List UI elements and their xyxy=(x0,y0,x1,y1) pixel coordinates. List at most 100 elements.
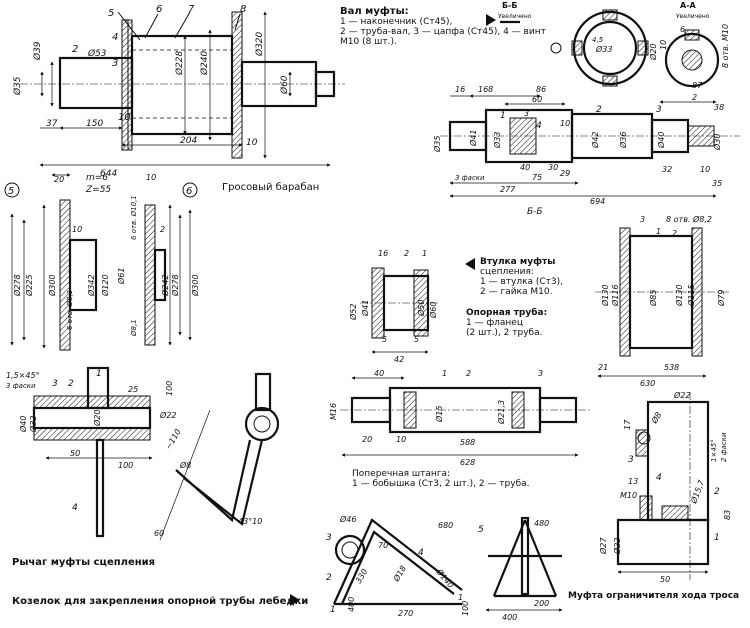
shaft-dim-32: 32 xyxy=(662,165,672,174)
lever-dim-angle: 43°10 xyxy=(238,517,262,526)
limiter-title: Муфта ограничителя хода троса xyxy=(568,591,739,601)
crossbar-desc-1: Поперечная штанга: xyxy=(352,469,450,479)
support-tube-holes: 8 отв. Ø8,2 xyxy=(666,214,712,224)
sleeve-dim-5b: 5 xyxy=(414,335,419,344)
shaft-dim-10a: 6 xyxy=(680,25,685,34)
lever-chamfers: 3 фаски xyxy=(6,382,36,390)
drum-callout-6: 6 xyxy=(156,4,162,15)
gear-right-dim-d81: Ø8,1 xyxy=(130,319,138,337)
gear-right-dim-10: 10 xyxy=(146,173,156,182)
shaft-dim-87: 87 xyxy=(692,81,703,90)
lever-drawing: 1,5×45° 3 фаски 3 2 1 4 Ø40 Ø32 25 100 Ø… xyxy=(6,366,280,568)
crossbar-dim-10: 10 xyxy=(396,435,406,444)
shaft-callout-1: 1 xyxy=(500,111,506,121)
drum-title: Гросовый барабан xyxy=(222,182,319,193)
drum-dim-37: 37 xyxy=(46,119,58,129)
sleeve-dim-16: 16 xyxy=(378,249,388,258)
shaft-dim-60: 60 xyxy=(532,95,542,104)
drum-dim-d35: Ø35 xyxy=(12,76,23,96)
trestle-drawing: Козелок для закрепления опорной трубы ле… xyxy=(12,514,563,622)
support-tube-desc-1: Опорная труба: xyxy=(466,307,547,318)
shaft-dim-d33: Ø33 xyxy=(492,132,502,149)
shaft-dim-10b: 10 xyxy=(700,165,710,174)
lever-dim-d40: Ø40 xyxy=(18,416,28,433)
gear-right-dim-d61: Ø61 xyxy=(116,268,126,285)
crossbar-dim-628: 628 xyxy=(460,458,475,467)
shaft-dim-29: 29 xyxy=(560,169,570,178)
lever-dim-110: ~110 xyxy=(164,427,183,451)
sleeve-dim-5a: 5 xyxy=(382,335,387,344)
trestle-dim-200: 200 xyxy=(534,599,549,608)
limiter-dim-d22b: Ø22 xyxy=(612,538,622,555)
lever-callout-1: 1 xyxy=(96,369,102,379)
drum-dim-d320: Ø320 xyxy=(254,31,265,57)
shaft-desc-2: 2 — труба-вал, 3 — цапфа (Ст45), 4 — вин… xyxy=(340,27,546,37)
trestle-dim-680: 680 xyxy=(438,521,453,530)
drum-drawing: 5 6 7 8 2 3 4 10 Ø39 Ø53 Ø35 Ø228 Ø240 Ø… xyxy=(12,4,345,193)
crossbar-dim-40: 40 xyxy=(374,369,384,378)
drum-dim-204: 204 xyxy=(180,136,197,146)
support-tube-drawing: Опорная труба: 1 — фланец (2 шт.), 2 тру… xyxy=(466,214,730,388)
drum-callout-4: 4 xyxy=(112,32,118,43)
trestle-callout-1: 1 xyxy=(330,605,336,615)
gears-drawing: 5 m=6 Z=55 20 10 Ø278 Ø225 Ø300 Ø342 Ø12… xyxy=(4,173,200,351)
gear-right-dim-d300: Ø300 xyxy=(190,274,200,297)
limiter-dim-d157: Ø15,7 xyxy=(688,478,706,506)
crossbar-dim-m16: М16 xyxy=(329,403,338,420)
drum-dim-d228: Ø228 xyxy=(174,50,185,76)
support-tube-callout-2: 2 xyxy=(672,229,677,238)
shaft-rotated-label-2: Увеличено xyxy=(676,13,710,20)
drum-dim-644: 644 xyxy=(100,169,117,179)
drum-callout-10: 10 xyxy=(118,112,131,123)
gear-left-dim-10: 10 xyxy=(72,225,82,234)
limiter-dim-83: 83 xyxy=(723,510,732,520)
shaft-section-b-label: Б-Б xyxy=(502,1,518,10)
trestle-dim-d46: Ø46 xyxy=(339,514,356,524)
limiter-callout-2: 2 xyxy=(714,487,720,497)
trestle-dim-d18: Ø18 xyxy=(391,564,408,584)
sleeve-desc-4: 2 — гайка М10. xyxy=(480,287,552,297)
gear-left-dim-20: 20 xyxy=(54,175,64,184)
lever-dim-60: 60 xyxy=(154,529,164,538)
shaft-dim-16: 16 xyxy=(455,85,465,94)
crossbar-callout-1: 1 xyxy=(442,369,447,378)
lever-callout-4: 4 xyxy=(72,503,78,513)
support-tube-dim-d130b: Ø130 xyxy=(674,284,684,307)
lever-dim-d8: Ø8 xyxy=(179,460,191,470)
trestle-callout-2: 2 xyxy=(326,573,332,583)
gear-left-dim-holes: 6 отв. Ø8,1 xyxy=(66,290,74,330)
shaft-section-a-label: А-А xyxy=(680,1,697,10)
sleeve-dim-d50: Ø50 xyxy=(416,300,426,317)
drum-dim-d240: Ø240 xyxy=(199,50,210,76)
gear-left-dim-d300: Ø300 xyxy=(47,274,57,297)
lever-dim-100a: 100 xyxy=(165,381,174,396)
trestle-dim-400a: 400 xyxy=(347,597,356,612)
support-tube-dim-d130a: Ø130 xyxy=(600,284,610,307)
limiter-dim-chamfers: 2 фаски xyxy=(720,432,728,462)
shaft-dim-277: 277 xyxy=(500,185,516,194)
crossbar-dim-588: 588 xyxy=(460,438,475,447)
shaft-dim-75: 75 xyxy=(532,173,542,182)
lever-dim-100b: 100 xyxy=(118,461,133,470)
shaft-rotated-label-1: Увеличено xyxy=(498,13,532,20)
lever-title: Рычаг муфты сцепления xyxy=(12,556,155,568)
limiter-callout-3: 3 xyxy=(628,455,634,465)
trestle-dim-1: 1 xyxy=(458,593,463,602)
limiter-dim-chamfer: 1×45° xyxy=(710,439,718,462)
shaft-dim-86: 86 xyxy=(536,85,546,94)
shaft-dim-d35: Ø35 xyxy=(432,136,442,153)
shaft-dim-10: 10 xyxy=(560,119,570,128)
shaft-dim-d40: Ø40 xyxy=(656,132,666,149)
shaft-dim-d36: Ø36 xyxy=(618,132,628,149)
limiter-dim-17: 17 xyxy=(623,419,632,430)
drum-callout-5: 5 xyxy=(108,8,114,19)
lever-dim-d20: Ø20 xyxy=(92,410,102,427)
lever-dim-d32: Ø32 xyxy=(28,416,38,433)
support-tube-dim-d116: Ø116 xyxy=(610,284,620,307)
trestle-dim-100: 100 xyxy=(461,601,470,616)
crossbar-desc-2: 1 — бобышка (Ст3, 2 шт.), 2 — труба. xyxy=(352,479,530,489)
lever-callout-2: 2 xyxy=(68,379,74,389)
gear-right-dim-d278: Ø278 xyxy=(170,274,180,297)
drum-dim-150: 150 xyxy=(86,119,103,129)
trestle-dim-70: 70 xyxy=(378,541,388,550)
